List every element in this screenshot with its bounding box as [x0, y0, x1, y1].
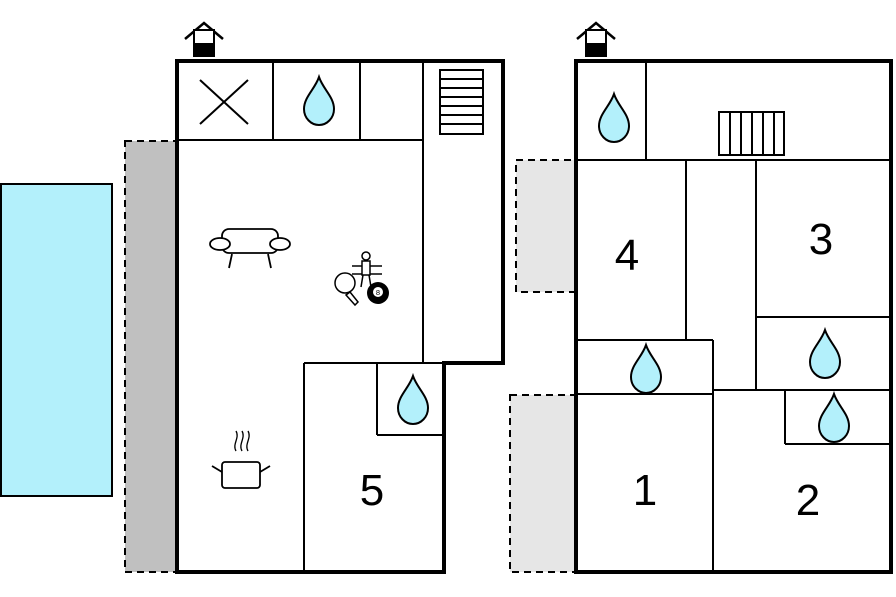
room-number-5: 5: [360, 466, 384, 515]
terrace-ground-floor: [124, 140, 178, 573]
table-football-icon: [352, 251, 382, 288]
table-tennis-icon: [334, 272, 360, 307]
entrance-house-icon: [575, 21, 617, 58]
water-drop-icon: [598, 93, 630, 143]
closed-area-x-icon: [199, 79, 249, 125]
room-number-3: 3: [809, 215, 833, 264]
entrance-house-icon: [183, 21, 225, 58]
water-drop-icon: [818, 393, 850, 443]
water-drop-icon: [630, 344, 662, 394]
water-drop-icon: [397, 375, 429, 425]
water-drop-icon: [809, 329, 841, 379]
ground-floor-outer-wall: [175, 59, 505, 574]
room-number-4: 4: [615, 231, 639, 280]
ground-floor: 8 5: [175, 21, 505, 574]
upper-floor-outer-wall: [574, 59, 893, 574]
billiard-ball-icon: 8: [367, 282, 389, 304]
radiator-icon: [718, 111, 785, 156]
water-drop-icon: [303, 76, 335, 126]
billiard-ball-label: 8: [376, 288, 380, 297]
swimming-pool: [0, 183, 113, 497]
upper-floor: 1 2 3 4: [574, 21, 893, 574]
room-number-2: 2: [796, 476, 820, 525]
balcony-upper-bottom: [509, 394, 577, 573]
staircase-icon: [439, 69, 484, 135]
sofa-icon: [209, 228, 291, 269]
balcony-upper-top: [515, 159, 577, 293]
room-number-1: 1: [633, 466, 657, 515]
cooking-pot-icon: [211, 430, 271, 489]
